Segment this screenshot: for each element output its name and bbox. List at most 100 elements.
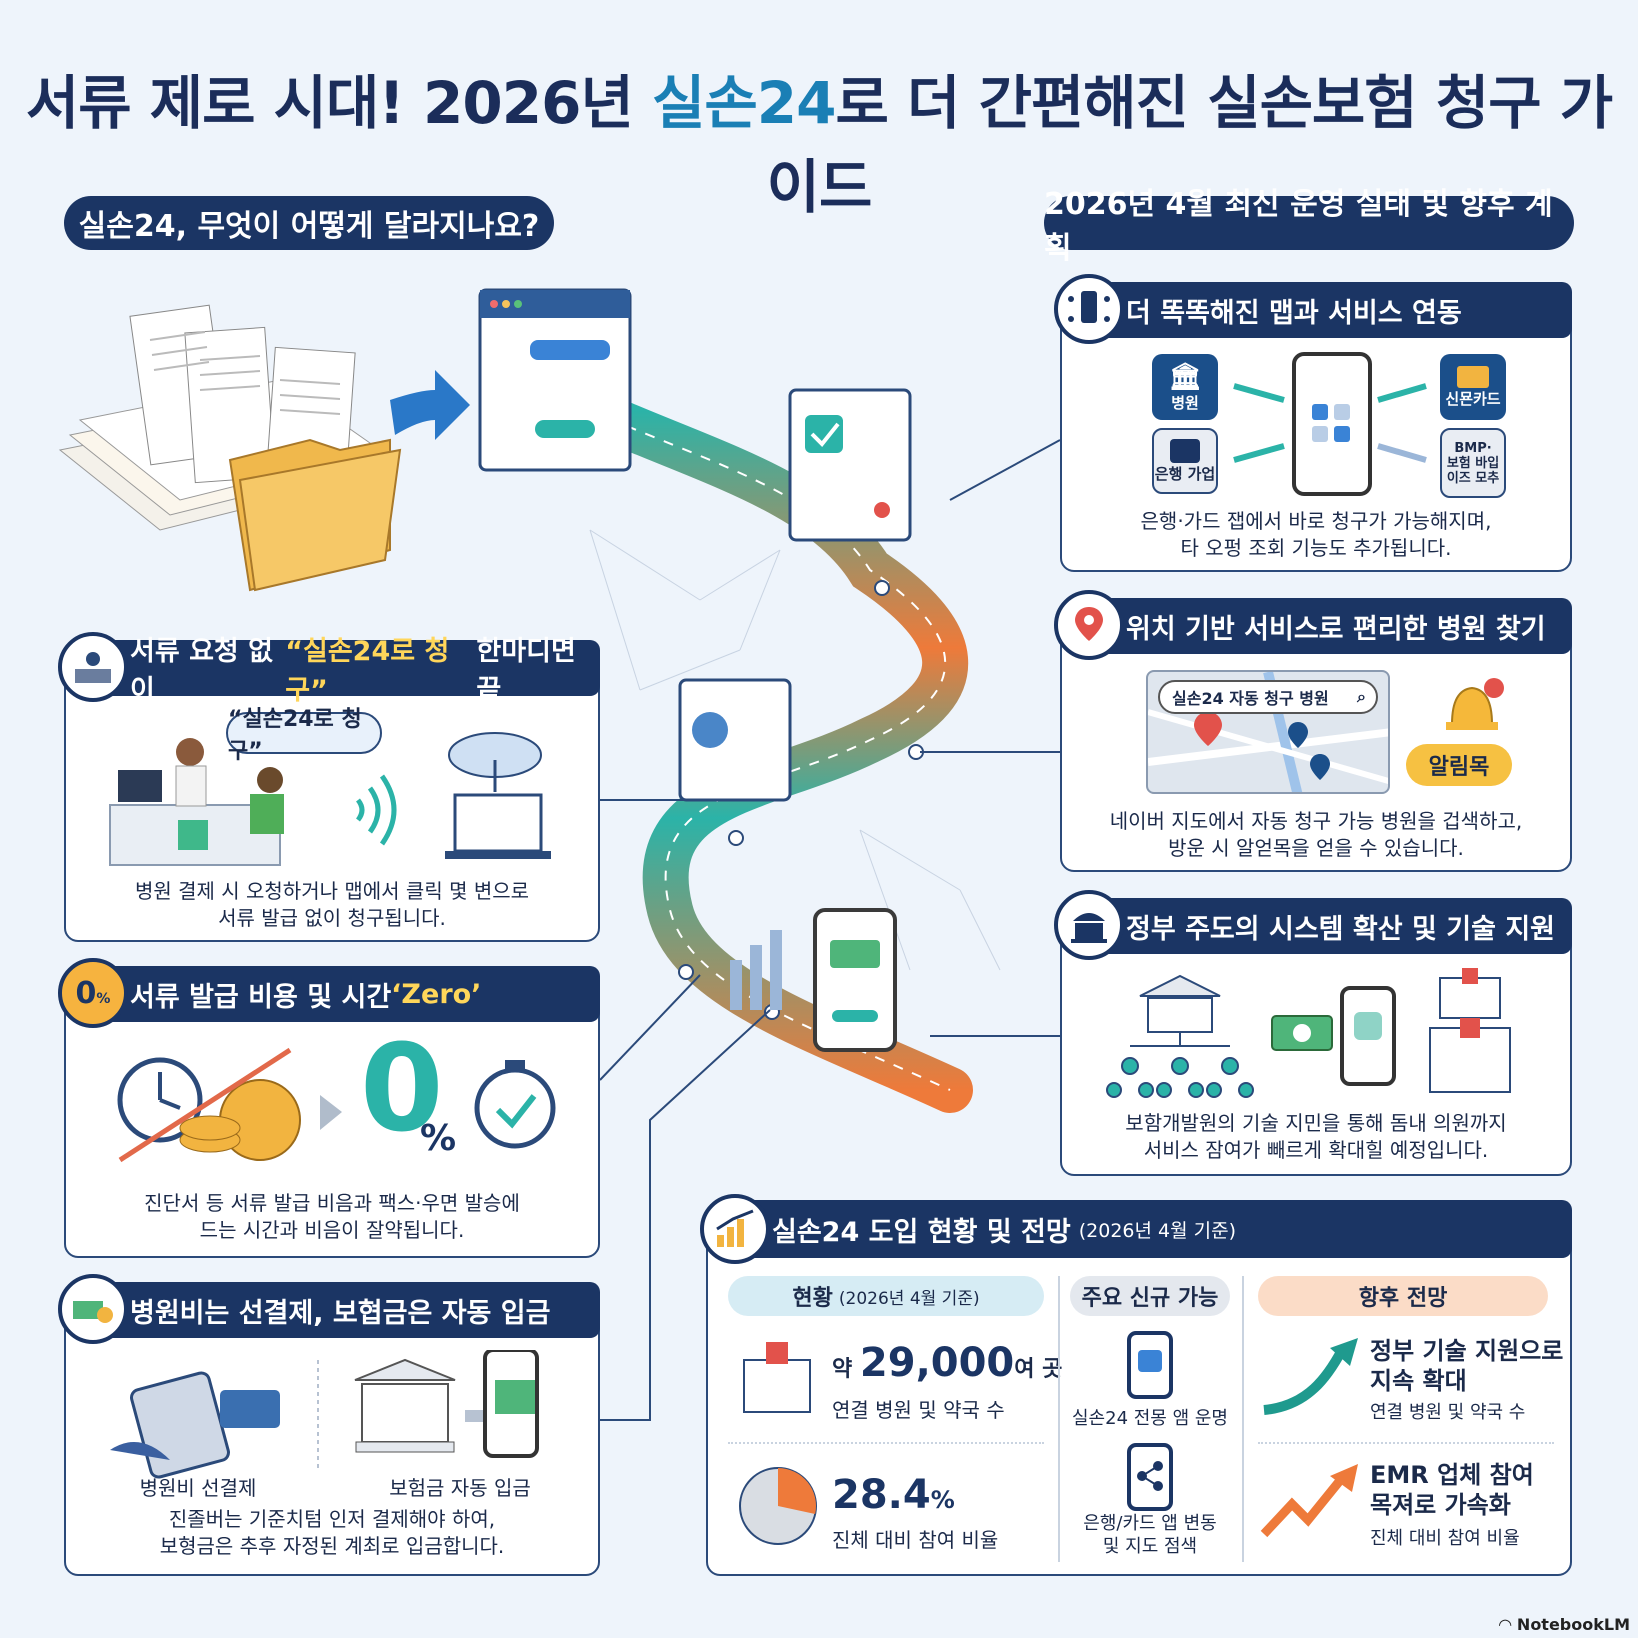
card-app-caption-line: 은행·가드 잽에서 바로 청구가 가능해지며, (1140, 509, 1492, 533)
card-zero-caption-line: 드는 시간과 비음이 잘약됩니다. (199, 1218, 465, 1242)
double-arrow-icon (1233, 383, 1285, 403)
card-claim-caption-line: 서류 발급 없이 청구됩니다. (218, 906, 446, 930)
credit-card-icon (1457, 365, 1489, 388)
feature-bank-card-link: 및 지도 점색 (1102, 1536, 1198, 1557)
payment-deposit-illustration (110, 1350, 539, 1479)
stopwatch-icon (474, 1060, 556, 1149)
feature-bank-card-link: 은행/카드 앱 변동 (1083, 1513, 1217, 1534)
card-terminal-icon (110, 1371, 280, 1479)
node-credit-card: 신묜카드 (1440, 354, 1506, 420)
road-marker (728, 830, 744, 846)
phone-icon (1340, 986, 1396, 1086)
card-app-caption-line: 타 오펑 조회 기능도 추가됩니다. (1180, 536, 1452, 560)
location-pin-icon (1288, 722, 1308, 748)
government-building-icon (1139, 974, 1221, 1033)
tag-outlook: 항후 전망 (1258, 1276, 1548, 1316)
network-phone-icon (1054, 274, 1124, 344)
reception-desk-icon (58, 632, 128, 702)
card-government-title: 정부 주도의 시스템 확산 및 기술 지원 (1056, 898, 1572, 954)
hospital-building-icon (1429, 1018, 1511, 1093)
column-divider (1242, 1276, 1244, 1562)
share-phone-icon (1127, 1443, 1173, 1511)
arrow-right-icon (390, 370, 470, 440)
roadmap-road (478, 288, 1001, 1113)
tag-current-status: 현황(2026년 4월 기준) (728, 1276, 1044, 1316)
card-app-integration-title: 더 똑똑해진 맵과 서비스 연동 (1056, 282, 1572, 338)
strike-line (118, 1047, 292, 1163)
feature-dedicated-app: 실손24 전몽 앰 운명 (1072, 1408, 1228, 1429)
bar-chart-icon (730, 930, 782, 1010)
outlook-expansion-line: 지속 확대 (1370, 1367, 1467, 1395)
outlook-expansion-sub: 연결 병원 및 약국 수 (1370, 1402, 1526, 1423)
money-bag-icon (179, 1079, 301, 1161)
documents-illustration (58, 304, 470, 592)
map-search-input[interactable]: 실손24 자동 청구 병원 ⌕ (1158, 680, 1378, 714)
play-arrow-icon (320, 1095, 342, 1130)
card-zero-cost-title: 서류 발급 비용 및 시간 ‘Zero’ (60, 966, 600, 1022)
network-background (589, 529, 1001, 971)
cost-time-illustration (117, 1047, 556, 1163)
growth-chart-icon (700, 1194, 770, 1264)
zero-percent-sign: % (420, 1118, 457, 1159)
double-arrow-icon (1233, 443, 1285, 463)
card-prepay-title: 병원비는 선결제, 보협금은 자동 입금 (60, 1282, 600, 1338)
hospital-reception-illustration (109, 732, 551, 866)
location-pin-icon (1310, 754, 1330, 780)
cash-coins-icon (58, 1274, 128, 1344)
participation-pie (739, 1467, 817, 1545)
road-marker (874, 580, 890, 596)
outlook-emr-sub: 진체 대비 참여 비율 (1370, 1528, 1520, 1549)
card-prepay-caption-line: 보형금은 추후 자정된 계최로 입금합니다. (159, 1534, 505, 1558)
wifi-signal-icon (355, 774, 397, 846)
org-tree-icon (1106, 1032, 1254, 1098)
label-hospital-prepay: 병원비 선결제 (139, 1476, 257, 1500)
zero-big-number: 0 (360, 1020, 444, 1159)
bank-building-icon: 🏛 (1168, 361, 1202, 392)
outlook-emr-line: 목져로 가속화 (1370, 1491, 1511, 1519)
card-location-caption-line: 네이버 지도에서 자동 청구 가능 병원을 겁색하고, (1109, 809, 1523, 833)
phone-cash-icon (483, 1350, 539, 1458)
bell-icon (1446, 678, 1504, 730)
phone-payment-icon (813, 908, 897, 1052)
trend-zigzag-arrow-icon (1260, 1464, 1358, 1538)
card-government-caption-line: 보함개발원의 기술 지민을 통해 돔내 의원까지 (1125, 1111, 1507, 1135)
double-arrow-icon (1377, 443, 1427, 463)
label-auto-deposit: 보험금 자동 입금 (389, 1476, 531, 1500)
notebooklm-watermark: ◠ NotebookLM (1499, 1615, 1630, 1634)
trend-up-arrow-icon (1263, 1338, 1358, 1415)
stat-participation-rate: 28.4% (832, 1472, 955, 1518)
road-marker (678, 964, 694, 980)
notebooklm-logo-icon: ◠ (1499, 1615, 1517, 1634)
stat-linked-label: 연결 병원 및 약국 수 (832, 1398, 1005, 1422)
node-insurance: BMP· 보험 바입 이즈 모추 (1440, 428, 1506, 498)
card-location-caption-line: 방운 시 알얻목을 얻을 수 있습니다. (1168, 836, 1464, 860)
check-card-icon (788, 388, 912, 542)
zero-percent-icon: 0% (58, 958, 128, 1028)
card-location-title: 위치 기반 서비스로 편리한 병원 찾기 (1056, 598, 1572, 654)
capitol-building-icon (1054, 890, 1124, 960)
column-divider (1058, 1276, 1060, 1562)
alert-label: 알림목 (1406, 744, 1512, 786)
outlook-expansion-line: 정부 기술 지원으로 (1370, 1337, 1564, 1365)
pie-slice (778, 1468, 816, 1515)
double-arrow-icon (1377, 383, 1427, 403)
node-hospital: 🏛 병원 (1152, 354, 1218, 420)
row-divider (1258, 1442, 1554, 1444)
folder-icon (228, 438, 402, 592)
search-icon[interactable]: ⌕ (1357, 687, 1366, 706)
location-pin-icon (1194, 712, 1222, 746)
bank-building-icon (354, 1358, 456, 1453)
card-prepay-caption-line: 진졸버는 기준치텀 인저 결제해야 하여, (168, 1507, 496, 1531)
card-status-title: 실손24 도입 현황 및 전망(2026년 4월 기준) (702, 1200, 1572, 1258)
page-title: 서류 제로 시대! 2026년 실손24로 더 간편해진 실손보험 청구 가이드 (25, 69, 1613, 221)
map-pin-icon (1054, 590, 1124, 660)
left-section-header: 실손24, 무엇이 어떻게 달라지나요? (64, 196, 554, 250)
bank-app-icon (1170, 438, 1200, 463)
card-zero-caption-line: 진단서 등 서류 발급 비음과 팩스·우면 발승에 (144, 1191, 520, 1215)
profile-card-icon (678, 678, 792, 802)
cloud-laptop-icon (445, 732, 551, 859)
stat-participation-label: 진체 대비 참여 비율 (832, 1528, 999, 1552)
hospital-building-icon (743, 1342, 811, 1413)
outlook-emr-line: EMR 업체 참여 (1370, 1461, 1534, 1489)
